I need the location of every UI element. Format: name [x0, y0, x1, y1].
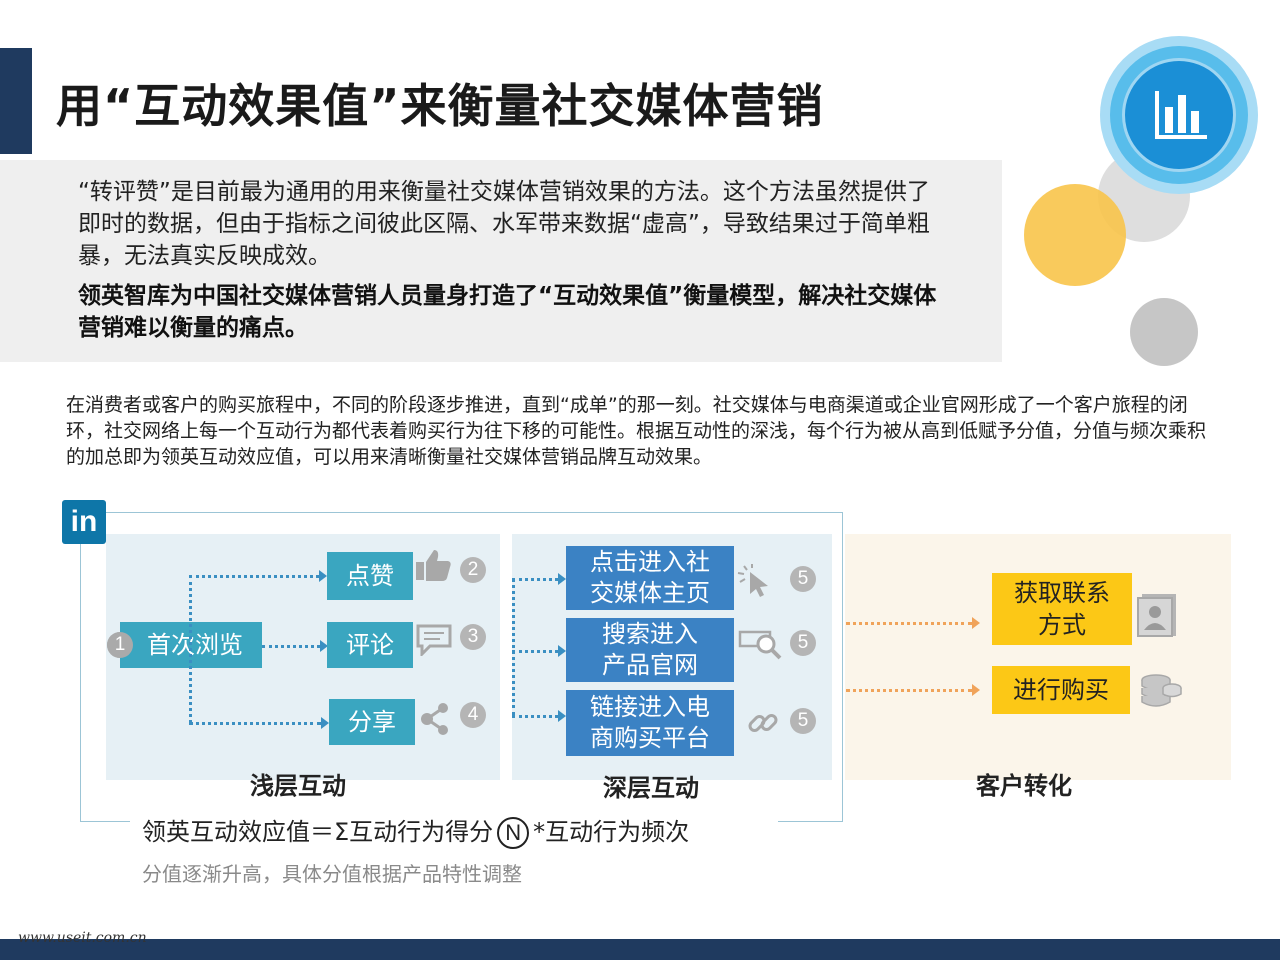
connector-line	[846, 689, 972, 692]
search-site-label-2: 产品官网	[602, 651, 698, 679]
score-badge: 5	[790, 566, 816, 592]
n-circle-symbol: N	[497, 817, 530, 849]
formula-left: 领英互动效应值＝Σ互动行为得分	[142, 818, 494, 846]
frame-line	[778, 821, 843, 822]
click-homepage-label-1: 点击进入社	[590, 548, 710, 576]
score-badge: 5	[790, 708, 816, 734]
share-box: 分享	[329, 699, 415, 745]
intro-bold-text: 领英智库为中国社交媒体营销人员量身打造了“互动效果值”衡量模型，解决社交媒体营销…	[78, 283, 937, 341]
score-badge: 3	[460, 624, 486, 650]
score-badge: 4	[460, 702, 486, 728]
decor-circle-gray	[1130, 298, 1198, 366]
make-purchase-label: 进行购买	[1013, 676, 1109, 704]
arrow-head	[320, 640, 328, 652]
diagram-frame	[80, 512, 843, 822]
contact-card-icon	[1137, 594, 1176, 637]
chart-badge	[1122, 58, 1236, 172]
arrow-head	[558, 573, 566, 585]
decor-circle-yellow	[1024, 184, 1126, 286]
deep-label: 深层互动	[603, 774, 699, 802]
get-contact-label-2: 方式	[1038, 611, 1086, 639]
linkedin-logo-text: in	[70, 505, 98, 538]
share-icon	[421, 703, 448, 735]
search-site-box: 搜索进入 产品官网	[566, 618, 734, 682]
make-purchase-box: 进行购买	[992, 666, 1130, 714]
link-ecommerce-label-2: 商购买平台	[590, 724, 710, 752]
search-site-label-1: 搜索进入	[602, 620, 698, 648]
comment-icon	[416, 624, 452, 656]
description-paragraph: 在消费者或客户的购买旅程中，不同的阶段逐步推进，直到“成单”的那一刻。社交媒体与…	[66, 394, 1207, 468]
link-icon	[748, 714, 778, 732]
arrow-head	[319, 570, 327, 582]
click-homepage-box: 点击进入社 交媒体主页	[566, 546, 734, 610]
frame-line	[80, 821, 130, 822]
score-badge: 2	[460, 557, 486, 583]
watermark: www.useit.com.cn	[18, 930, 147, 946]
formula-right: *互动行为频次	[533, 818, 690, 846]
link-ecommerce-label-1: 链接进入电	[590, 693, 710, 721]
connector-line	[846, 622, 972, 625]
shallow-label: 浅层互动	[250, 772, 346, 800]
intro-box	[0, 160, 1002, 362]
connector-line	[512, 650, 558, 653]
first-view-label: 首次浏览	[147, 631, 243, 659]
title-accent-bar	[0, 48, 32, 154]
footer-bar	[0, 939, 1280, 960]
share-label: 分享	[348, 708, 396, 736]
link-ecommerce-box: 链接进入电 商购买平台	[566, 690, 734, 756]
arrow-head	[972, 617, 980, 629]
score-badge: 5	[790, 630, 816, 656]
connector-line	[512, 715, 558, 718]
linkedin-logo: in	[62, 500, 106, 544]
comment-box: 评论	[327, 622, 413, 668]
arrow-head	[321, 717, 329, 729]
intro-text: “转评赞”是目前最为通用的用来衡量社交媒体营销效果的方法。这个方法虽然提供了即时…	[78, 179, 930, 269]
search-icon	[738, 630, 782, 660]
arrow-head	[558, 645, 566, 657]
connector-line	[189, 575, 319, 578]
comment-label: 评论	[346, 631, 394, 659]
like-box: 点赞	[327, 552, 413, 600]
bar-chart-icon	[1155, 91, 1207, 139]
connector-line	[512, 578, 558, 581]
arrow-head	[558, 710, 566, 722]
formula-note: 分值逐渐升高，具体分值根据产品特性调整	[142, 862, 522, 886]
connector-line	[189, 722, 321, 725]
get-contact-label-1: 获取联系	[1014, 579, 1110, 607]
click-homepage-label-2: 交媒体主页	[590, 579, 710, 607]
connector-line	[512, 578, 515, 716]
step-number-badge: 1	[107, 632, 133, 658]
coins-icon	[1141, 674, 1182, 707]
conversion-label: 客户转化	[976, 772, 1072, 800]
click-icon	[737, 564, 768, 597]
arrow-head	[972, 684, 980, 696]
thumbs-up-icon	[416, 550, 451, 581]
get-contact-box: 获取联系 方式	[992, 573, 1132, 645]
connector-line	[262, 645, 320, 648]
like-label: 点赞	[346, 562, 394, 590]
connector-line	[189, 575, 192, 723]
page-title: 用“互动效果值”来衡量社交媒体营销	[56, 79, 824, 133]
conversion-panel	[845, 534, 1231, 780]
